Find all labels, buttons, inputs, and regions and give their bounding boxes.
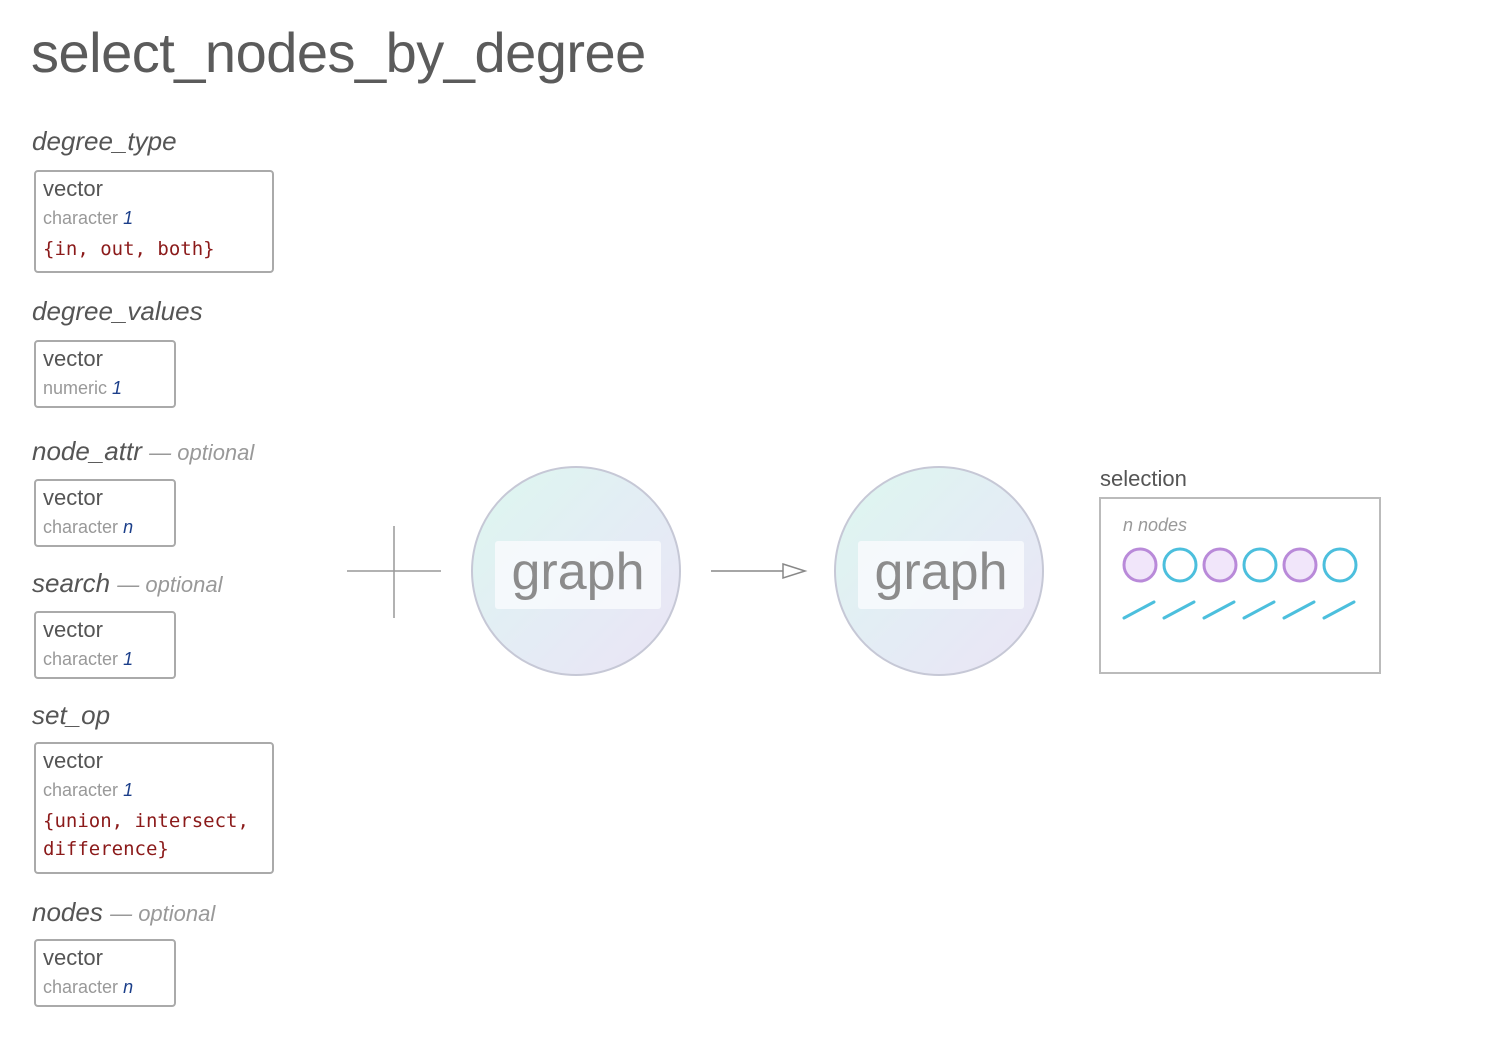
selection-edge-icon [1122,600,1156,620]
type-box: vector character n [34,479,176,547]
type-subtype: numeric 1 [43,378,123,398]
type-box: vector character 1 {in, out, both} [34,170,274,273]
selection-node-icon [1282,547,1318,583]
type-subtype: character 1 [43,208,134,228]
input-graph-node: graph [471,466,681,676]
type-box: vector numeric 1 [34,340,176,408]
type-subtype: character n [43,517,134,537]
param-node-attr: node_attr — optional vector character n [32,436,255,547]
optional-tag: — optional [117,572,223,597]
type-options: {in, out, both} [43,238,215,260]
param-name: degree_values [32,296,203,326]
page-title: select_nodes_by_degree [31,21,646,84]
type-kind: vector [43,617,103,642]
type-subtype: character 1 [43,649,134,669]
param-set-op: set_op vector character 1 {union, inters… [32,700,274,874]
param-degree-values: degree_values vector numeric 1 [32,296,203,408]
selection-node-icon [1242,547,1278,583]
type-kind: vector [43,485,103,510]
param-name: nodes [32,897,103,927]
type-kind: vector [43,346,103,371]
output-graph-node: graph [834,466,1044,676]
selection-edge-icon [1242,600,1276,620]
graph-label: graph [495,541,661,609]
selection-edge-icon [1282,600,1316,620]
param-nodes: nodes — optional vector character n [32,897,216,1007]
param-name: set_op [32,700,111,730]
selection-edge-icon [1322,600,1356,620]
type-options: {union, intersect, difference} [43,810,249,860]
selection-edge-icon [1162,600,1196,620]
param-name: node_attr [32,436,142,466]
optional-tag: — optional [149,440,255,465]
type-box: vector character 1 [34,611,176,679]
selection-node-icon [1322,547,1358,583]
graph-label: graph [858,541,1024,609]
type-box: vector character 1 {union, intersect, di… [34,742,274,874]
selection-node-icon [1122,547,1158,583]
arrow-icon [711,562,808,580]
selection-label: selection [1100,466,1187,491]
selection-node-icon [1162,547,1198,583]
optional-tag: — optional [110,901,216,926]
type-subtype: character 1 [43,780,134,800]
selection-edge-icon [1202,600,1236,620]
param-name: degree_type [32,126,177,156]
selection-box: n nodes [1099,497,1381,674]
plus-icon [347,526,441,618]
type-kind: vector [43,945,103,970]
selection-caption: n nodes [1123,515,1188,535]
type-subtype: character n [43,977,134,997]
type-kind: vector [43,748,103,773]
param-search: search — optional vector character 1 [32,568,223,679]
type-kind: vector [43,176,103,201]
selection-node-icon [1202,547,1238,583]
param-degree-type: degree_type vector character 1 {in, out,… [32,126,274,273]
param-name: search [32,568,111,598]
type-box: vector character n [34,939,176,1007]
selection-icons [1122,547,1358,620]
